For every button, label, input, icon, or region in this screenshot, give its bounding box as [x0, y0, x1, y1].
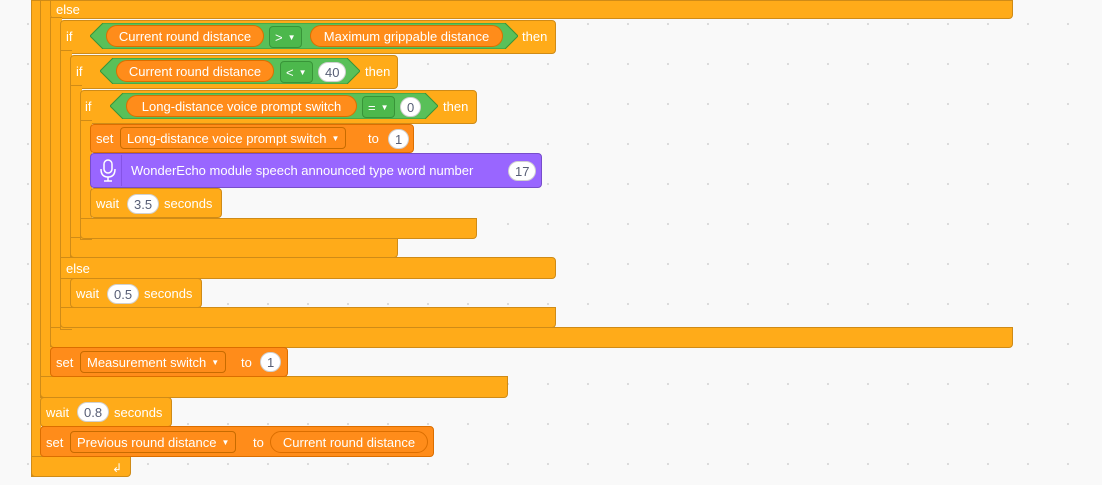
else-label-1: else: [66, 261, 90, 276]
seconds-label: seconds: [144, 286, 193, 301]
else-bottom[interactable]: [50, 327, 1013, 348]
current-round-distance-reporter[interactable]: Current round distance: [106, 25, 264, 47]
variable-name: Measurement switch: [87, 354, 207, 370]
operator-dropdown[interactable]: <▼: [280, 61, 313, 83]
number-input[interactable]: 17: [508, 161, 537, 181]
operator-symbol: >: [275, 29, 283, 45]
if-block-1-bottom[interactable]: [60, 307, 556, 328]
if-block-3-bottom[interactable]: [80, 218, 477, 239]
wait-label: wait: [96, 196, 120, 211]
then-label-2: then: [365, 64, 391, 79]
if-block-3-spine[interactable]: [80, 120, 92, 240]
operator-dropdown[interactable]: =▼: [362, 96, 395, 118]
chevron-down-icon: ▼: [287, 32, 296, 42]
variable-dropdown[interactable]: Measurement switch ▼: [80, 351, 227, 373]
then-label-1: then: [522, 29, 548, 44]
if-block-1-else[interactable]: [60, 257, 556, 279]
number-input[interactable]: 1: [388, 129, 410, 149]
if-else-outer-bottom[interactable]: [40, 376, 508, 398]
if-label-3: if: [85, 99, 92, 114]
voice-prompt-switch-reporter[interactable]: Long-distance voice prompt switch: [126, 95, 357, 117]
chevron-down-icon: ▼: [380, 102, 389, 112]
variable-name: Long-distance voice prompt switch: [127, 130, 327, 146]
seconds-label: seconds: [164, 196, 213, 211]
chevron-down-icon: ▼: [298, 67, 307, 77]
then-label-3: then: [443, 99, 469, 114]
chevron-down-icon: ▼: [221, 437, 230, 447]
number-input[interactable]: 0.5: [107, 284, 140, 304]
seconds-label: seconds: [114, 405, 163, 420]
speech-block-label: WonderEcho module speech announced type …: [131, 163, 474, 178]
else-label-top: else: [56, 2, 80, 17]
max-grippable-distance-reporter[interactable]: Maximum grippable distance: [310, 25, 503, 47]
to-label: to: [253, 435, 264, 450]
set-label: set: [56, 355, 74, 370]
to-label: to: [241, 355, 252, 370]
current-round-distance-reporter[interactable]: Current round distance: [270, 431, 428, 453]
number-input[interactable]: 40: [318, 62, 347, 82]
current-round-distance-reporter[interactable]: Current round distance: [116, 60, 274, 82]
operator-symbol: =: [368, 99, 376, 115]
operator-dropdown[interactable]: >▼: [269, 26, 302, 48]
number-input[interactable]: 0.8: [77, 402, 110, 422]
loop-arrow-icon: ↲: [112, 461, 123, 475]
else-top-block[interactable]: [50, 0, 1013, 19]
number-input[interactable]: 0: [400, 97, 422, 117]
set-label: set: [46, 435, 64, 450]
variable-dropdown[interactable]: Previous round distance ▼: [70, 431, 237, 453]
microphone-icon: [99, 159, 117, 187]
if-block-2-bottom[interactable]: [70, 237, 398, 258]
extension-icon-area: [92, 155, 122, 186]
operator-symbol: <: [286, 64, 294, 80]
to-label: to: [368, 131, 379, 146]
if-label-1: if: [66, 29, 73, 44]
chevron-down-icon: ▼: [211, 357, 220, 367]
if-label-2: if: [76, 64, 83, 79]
set-label: set: [96, 131, 114, 146]
wait-label: wait: [46, 405, 70, 420]
wait-label: wait: [76, 286, 100, 301]
chevron-down-icon: ▼: [331, 133, 340, 143]
number-input[interactable]: 3.5: [127, 194, 160, 214]
wonderecho-speech-block[interactable]: [90, 153, 542, 188]
variable-dropdown[interactable]: Long-distance voice prompt switch ▼: [120, 127, 347, 149]
variable-name: Previous round distance: [77, 434, 217, 450]
number-input[interactable]: 1: [260, 352, 282, 372]
